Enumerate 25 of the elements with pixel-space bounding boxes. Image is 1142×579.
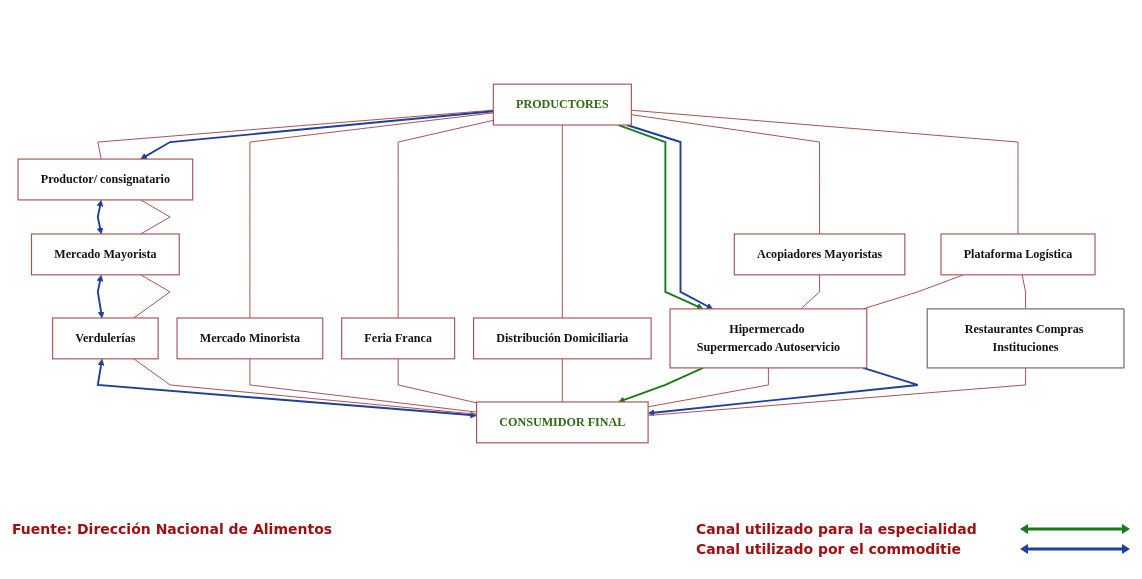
node-box: CONSUMIDOR FINAL <box>476 401 649 444</box>
node-box: Mercado Mayorista <box>30 233 180 276</box>
node-box: Feria Franca <box>341 317 456 360</box>
arrow <box>96 199 104 235</box>
node-box: Hipermercado Supermercado Autoservicio <box>669 308 868 369</box>
node-box: Restaurantes Compras Instituciones <box>926 308 1125 369</box>
node-box: Verdulerías <box>52 317 159 360</box>
connector <box>862 274 964 310</box>
connector <box>800 274 821 310</box>
connector <box>561 358 563 403</box>
node-box: Acopiadores Mayoristas <box>733 233 906 276</box>
connector <box>397 119 494 319</box>
connector <box>1021 274 1027 310</box>
legend-text: Canal utilizado para la especialidad <box>696 521 978 537</box>
arrow <box>96 358 477 419</box>
legend-text: Canal utilizado por el commoditie <box>696 541 963 557</box>
connector <box>249 112 494 319</box>
node-box: Distribución Domiciliaria <box>473 317 652 360</box>
node-box: Productor/ consignatario <box>17 158 194 201</box>
node-box: Mercado Minorista <box>176 317 324 360</box>
connector <box>561 124 563 319</box>
source-note: Fuente: Dirección Nacional de Alimentos <box>12 521 333 537</box>
arrow <box>96 274 105 319</box>
node-box: PRODUCTORES <box>492 83 632 126</box>
node-box: Plataforma Logística <box>940 233 1096 276</box>
